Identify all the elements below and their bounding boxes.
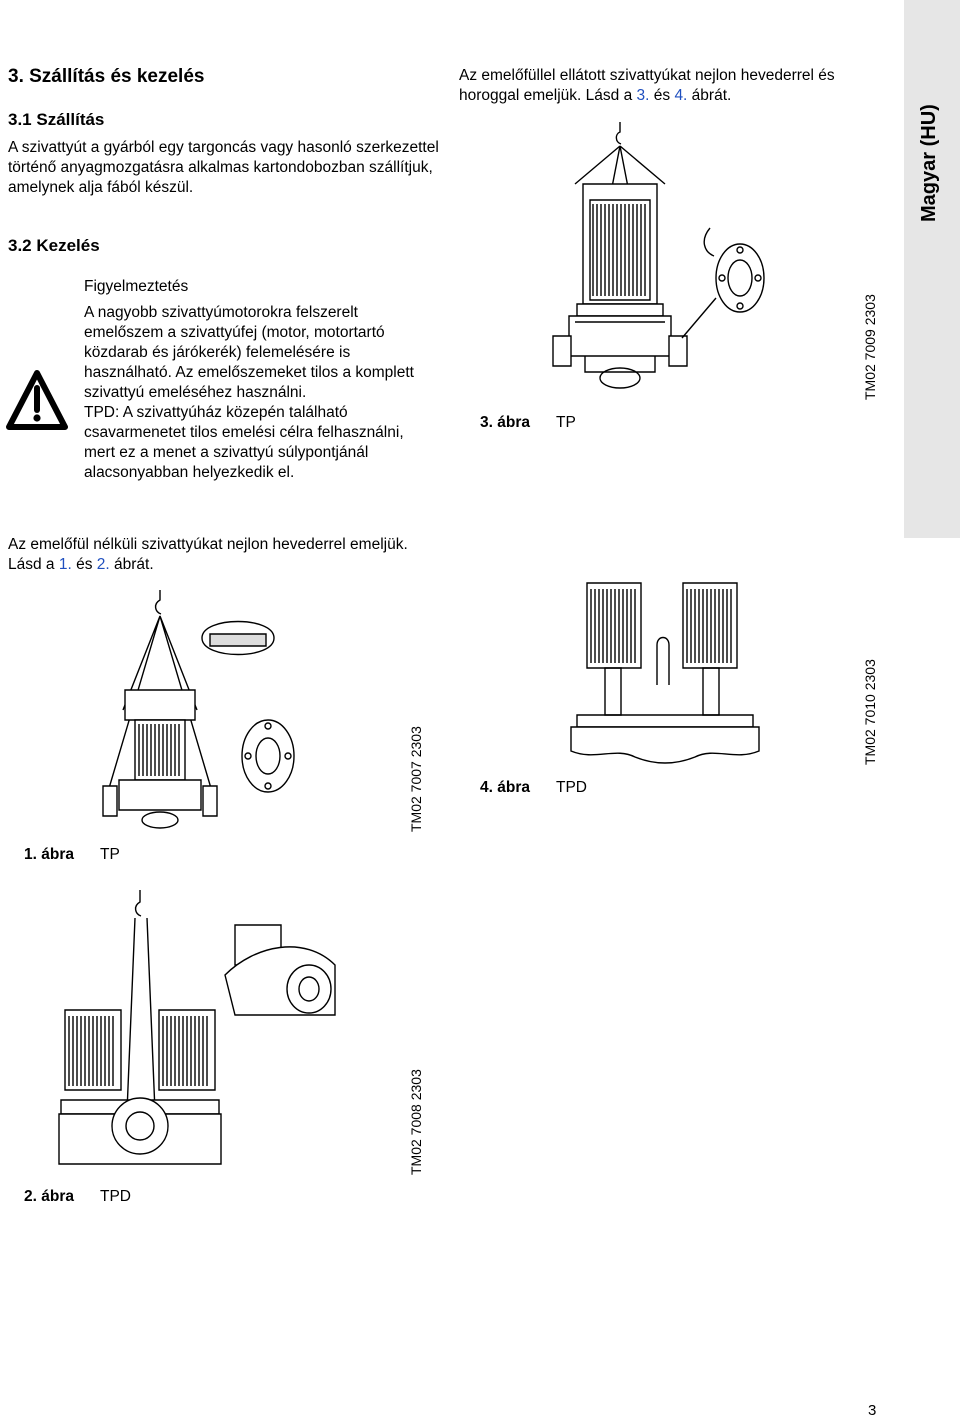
no-lug-paragraph: Az emelőfül nélküli szivattyúkat nejlon …	[8, 536, 408, 573]
warning-triangle-icon	[6, 370, 68, 432]
figure-2-type: TPD	[99, 1188, 131, 1205]
language-tab: Magyar (HU)	[904, 0, 960, 538]
figure-1-code: TM02 7007 2303	[408, 726, 424, 832]
figure-4-drawing	[565, 575, 765, 765]
lug-paragraph: Az emelőfüllel ellátott szivattyúkat nej…	[459, 67, 835, 104]
figure-1-caption: 1. ábra TP	[24, 846, 120, 864]
warning-title: Figyelmeztetés	[84, 278, 189, 295]
figure-3-drawing	[545, 122, 695, 392]
figure-3-link[interactable]: 3.	[636, 87, 650, 104]
transport-heading: 3.1 Szállítás	[8, 110, 105, 129]
warning-text-2: TPD: A szivattyúház közepén található cs…	[84, 404, 404, 481]
figure-1-strap-detail	[198, 608, 278, 668]
figure-1-type: TP	[99, 846, 120, 863]
figure-4-label: 4. ábra	[480, 779, 530, 796]
warning-text-1: A nagyobb szivattyúmotorokra felszerelt …	[84, 304, 414, 401]
figure-3-caption: 3. ábra TP	[480, 414, 576, 432]
figure-4-link[interactable]: 4.	[674, 87, 688, 104]
figure-2-link[interactable]: 2.	[96, 556, 110, 573]
figure-1-label: 1. ábra	[24, 846, 74, 863]
language-tab-label: Magyar (HU)	[918, 104, 940, 222]
figure-3-label: 3. ábra	[480, 414, 530, 431]
warning-block: Figyelmeztetés A nagyobb szivattyúmotoro…	[84, 277, 424, 483]
page-number: 3	[868, 1402, 877, 1419]
figure-1-link[interactable]: 1.	[58, 556, 72, 573]
figure-2-caption: 2. ábra TPD	[24, 1188, 131, 1206]
transport-paragraph: A szivattyút a gyárból egy targoncás vag…	[8, 139, 439, 196]
chapter-heading: 3. Szállítás és kezelés	[8, 66, 205, 87]
figure-1-drawing	[95, 590, 225, 840]
figure-4-type: TPD	[555, 779, 587, 796]
handling-heading: 3.2 Kezelés	[8, 236, 100, 255]
figure-3-code: TM02 7009 2303	[862, 294, 878, 400]
figure-2-detail	[225, 915, 345, 1025]
figure-4-code: TM02 7010 2303	[862, 659, 878, 765]
figure-4-caption: 4. ábra TPD	[480, 779, 587, 797]
figure-2-drawing	[55, 890, 225, 1180]
figure-3-type: TP	[555, 414, 576, 431]
figure-2-label: 2. ábra	[24, 1188, 74, 1205]
figure-1-flange-detail	[232, 708, 302, 798]
figure-3-flange-detail	[700, 228, 770, 318]
figure-2-code: TM02 7008 2303	[408, 1069, 424, 1175]
